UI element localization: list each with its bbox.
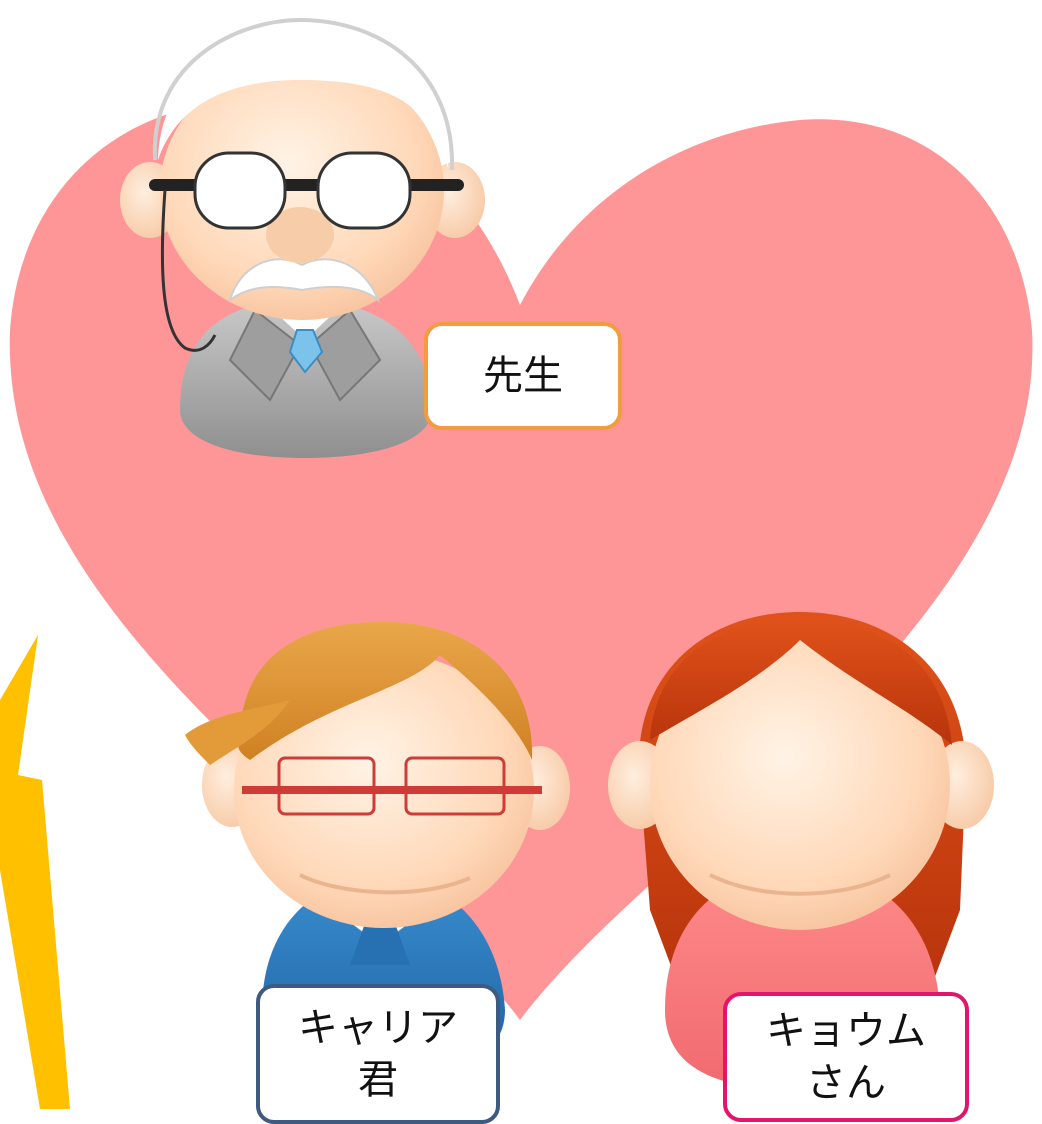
label-career-line2: 君 bbox=[358, 1057, 398, 1103]
label-kyoum-line2: さん bbox=[806, 1060, 886, 1106]
lightning-bolt bbox=[0, 635, 70, 1109]
label-career-line1: キャリア bbox=[298, 1005, 458, 1051]
label-sensei: 先生 bbox=[424, 322, 622, 430]
label-career-kun: キャリア 君 bbox=[256, 984, 500, 1124]
sensei-figure bbox=[120, 17, 485, 458]
label-kyoum-san: キョウム さん bbox=[723, 992, 969, 1122]
label-sensei-text: 先生 bbox=[483, 353, 563, 399]
label-kyoum-line1: キョウム bbox=[766, 1008, 926, 1054]
